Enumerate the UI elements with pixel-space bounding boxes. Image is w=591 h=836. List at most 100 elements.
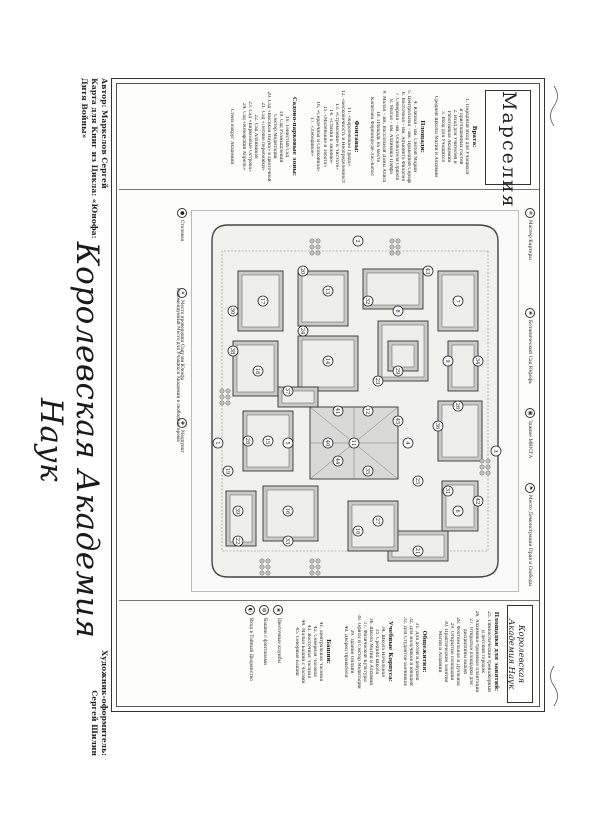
dining-icon: ● xyxy=(177,208,187,218)
legend-item: 26. Алхимико-травяные плантации xyxy=(473,610,479,693)
map-marker xyxy=(362,295,374,307)
map-marker xyxy=(490,445,502,457)
legend-item: 24. Сад «Юнофский Апрель» xyxy=(241,102,247,171)
garden-tree xyxy=(309,250,315,256)
decorative-border-top xyxy=(550,86,558,706)
map-marker-label: 28 xyxy=(244,438,250,445)
map-marker xyxy=(412,475,424,487)
legend-item: 23. Сад «Бирюзовые Острова» xyxy=(247,101,253,172)
map-marker xyxy=(452,505,464,517)
map-marker xyxy=(442,355,454,367)
map-marker xyxy=(472,355,484,367)
garden-tree xyxy=(259,564,265,570)
map-marker xyxy=(372,515,384,527)
map-marker-label: 41 xyxy=(334,408,340,415)
legend-item: 6. Восточная – им. Адъюнкта Филолея xyxy=(399,91,405,182)
map-marker xyxy=(348,437,360,449)
map-marker-label: 36 xyxy=(434,423,440,430)
map-marker xyxy=(227,345,239,357)
legend-item: 43. Восточная Часовая xyxy=(305,624,311,679)
garden-tree xyxy=(389,250,395,256)
garden-tree xyxy=(389,238,395,244)
legend-item: 11. «Королевская Гряда» xyxy=(345,107,351,166)
garden-tree xyxy=(315,250,321,256)
academy-title: Королевская Академия Наук xyxy=(506,618,526,690)
legend-item: и детский городок xyxy=(479,630,485,673)
courtyard xyxy=(366,272,420,306)
garden-tree xyxy=(315,570,321,576)
map-marker-label: 10 xyxy=(354,528,360,535)
flower-icon: ❀ xyxy=(525,308,535,318)
garden-tree xyxy=(315,564,321,570)
map-marker-label: 26 xyxy=(454,403,460,410)
garden-tree xyxy=(315,244,321,250)
garden-tree xyxy=(309,570,315,576)
legend-item: 13. «Стремление к Чистоте» xyxy=(333,103,339,170)
strip-item: ⚑ Место Демонстрации Прав и Свободы xyxy=(525,483,535,586)
legend-item: Магии и Алхимии xyxy=(437,630,443,673)
garden-tree xyxy=(479,458,485,464)
map-marker xyxy=(352,525,364,537)
legend-item: 1. Парадный Вход для Учащихся xyxy=(463,98,469,175)
map-marker-label: 40 xyxy=(324,440,330,447)
map-marker-label: 34 xyxy=(474,358,480,365)
map-marker xyxy=(212,437,224,449)
map-marker-label: 12 xyxy=(364,408,370,415)
map-marker xyxy=(222,465,234,477)
garden-tree xyxy=(219,400,225,406)
legend-squares: Площади: 4. Южная – им. Святой Марии 5. … xyxy=(368,90,427,183)
legend-item: 19. Сад Размышлений xyxy=(277,110,283,163)
legend-item: и приглашенных гостей xyxy=(457,108,463,165)
map-marker xyxy=(452,400,464,412)
map-marker xyxy=(282,505,294,517)
map-marker xyxy=(402,437,414,449)
map-marker-label: 18 xyxy=(254,368,260,375)
garden-tree xyxy=(309,238,315,244)
academy-title-box: Королевская Академия Наук xyxy=(506,605,533,703)
map-marker-label: 38 xyxy=(229,348,235,355)
legend-item: 45. Северные Башни xyxy=(293,627,299,676)
city-title-box: Марселия xyxy=(485,90,531,209)
legend-item: Сектор Медитации xyxy=(271,114,277,159)
legend-item: Средней Школы Магии и Алхимии xyxy=(433,95,439,178)
map-marker-label: 45 xyxy=(394,418,400,425)
map-marker-label: 17 xyxy=(259,298,265,305)
legend-towers: Башни: 41. Центральная Часовая 42. Север… xyxy=(292,605,333,698)
map-marker xyxy=(362,405,374,417)
garden-tree xyxy=(479,464,485,470)
map-marker xyxy=(472,495,484,507)
map-marker-label: 21 xyxy=(414,548,420,555)
legend-item: дисциплины вашей xyxy=(461,629,467,674)
garden-tree xyxy=(219,388,225,394)
map-marker-label: 5 xyxy=(284,441,290,444)
legend-item: 40. Дворец Правителя xyxy=(343,625,349,678)
garden-tree xyxy=(389,244,395,250)
courtyard xyxy=(301,274,345,323)
legend-item: ◍ Башни с фонтанами xyxy=(259,605,269,698)
map-marker xyxy=(252,365,264,377)
map-marker xyxy=(282,437,294,449)
garden-tree xyxy=(309,564,315,570)
legend-item: ❀ Цветочные клумбы xyxy=(273,605,283,698)
garden-tree xyxy=(395,244,401,250)
garden-tree xyxy=(485,458,491,464)
legend-item: 30. Практические занятия xyxy=(443,620,449,683)
map-marker-label: 15 xyxy=(264,438,270,445)
garden-tree xyxy=(259,570,265,576)
map-marker xyxy=(392,415,404,427)
map-marker-label: 42 xyxy=(474,498,480,505)
map-marker-label: 9 xyxy=(444,359,450,362)
map-marker-label: 4 xyxy=(404,441,410,445)
map-marker xyxy=(262,435,274,447)
map-marker xyxy=(392,305,404,317)
garden-tree xyxy=(225,400,231,406)
flowerbed-icon: ❀ xyxy=(273,605,283,615)
garden-tree xyxy=(265,570,271,576)
legend-left: Марселия Врата: 1. Парадный Вход для Уча… xyxy=(119,84,539,209)
legend-item: 36. Школа Магии и Алхимии xyxy=(367,617,373,686)
map-marker xyxy=(257,295,269,307)
map-marker xyxy=(392,365,404,377)
courtyard xyxy=(391,344,415,368)
map-marker-label: 35 xyxy=(364,468,370,475)
